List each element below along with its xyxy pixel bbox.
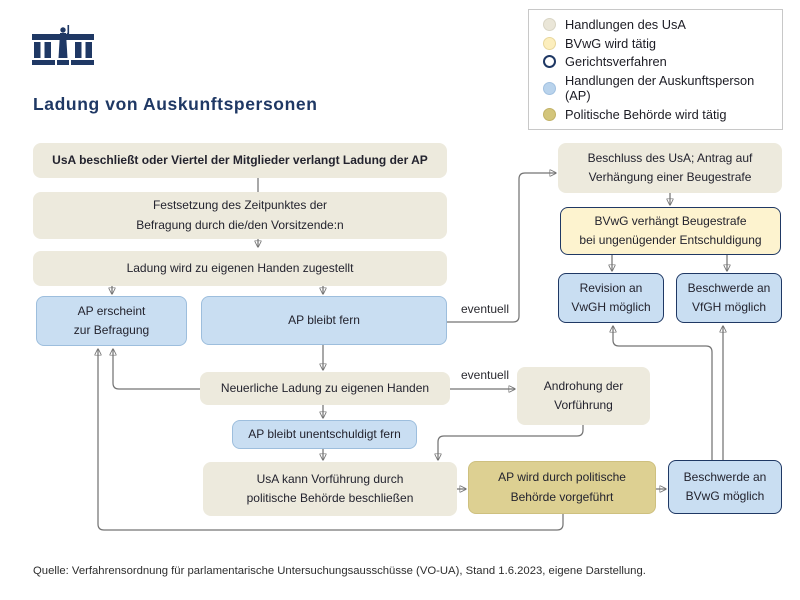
box-beschluss-beugestrafe: Beschluss des UsA; Antrag auf Verhängung… [558, 143, 782, 193]
box-ap-erscheint: AP erscheint zur Befragung [36, 296, 187, 346]
box-ladung-zustellung: Ladung wird zu eigenen Handen zugestellt [33, 251, 447, 286]
box-usa-vorfuehrung: UsA kann Vorführung durch politische Beh… [203, 462, 457, 516]
box-bvwg-beugestrafe: BVwG verhängt Beugestrafe bei ungenügend… [560, 207, 781, 255]
legend-item: Handlungen des UsA [543, 17, 778, 32]
label-eventuell-1: eventuell [460, 302, 510, 316]
legend-label: BVwG wird tätig [565, 35, 657, 51]
legend-item: Gerichtsverfahren [543, 54, 778, 69]
legend-item: Politische Behörde wird tätig [543, 107, 778, 122]
box-ap-vorgefuehrt: AP wird durch politische Behörde vorgefü… [468, 461, 656, 514]
legend-swatch-bvwg-icon [543, 36, 556, 50]
box-usa-ladung: UsA beschließt oder Viertel der Mitglied… [33, 143, 447, 178]
legend-item: BVwG wird tätig [543, 36, 778, 51]
source-note: Quelle: Verfahrensordnung für parlamenta… [33, 565, 646, 577]
legend-label: Gerichtsverfahren [565, 54, 667, 70]
box-beschwerde-vfgh: Beschwerde an VfGH möglich [676, 273, 782, 323]
box-ap-unentschuldigt: AP bleibt unentschuldigt fern [232, 420, 417, 449]
legend-swatch-usa-icon [543, 17, 556, 31]
legend-label: Handlungen der Auskunftsperson (AP) [565, 73, 755, 104]
box-revision-vwgh: Revision an VwGH möglich [558, 273, 664, 323]
legend-swatch-ap-icon [543, 81, 556, 95]
box-neuerliche-ladung: Neuerliche Ladung zu eigenen Handen [200, 372, 450, 405]
page-title: Ladung von Auskunftspersonen [33, 94, 318, 114]
box-androhung-vorfuehrung: Androhung der Vorführung [517, 367, 650, 425]
legend-label: Handlungen des UsA [565, 16, 686, 32]
parliament-logo-icon [32, 25, 94, 65]
box-beschwerde-bvwg: Beschwerde an BVwG möglich [668, 460, 782, 514]
legend-label: Politische Behörde wird tätig [565, 107, 727, 123]
box-ap-bleibt-fern: AP bleibt fern [201, 296, 447, 345]
legend: Handlungen des UsA BVwG wird tätig Geric… [528, 9, 783, 130]
label-eventuell-2: eventuell [460, 368, 510, 382]
legend-swatch-gericht-icon [543, 55, 556, 69]
legend-swatch-behoerde-icon [543, 108, 556, 122]
box-festsetzung: Festsetzung des Zeitpunktes der Befragun… [33, 192, 447, 239]
legend-item: Handlungen der Auskunftsperson (AP) [543, 73, 778, 103]
